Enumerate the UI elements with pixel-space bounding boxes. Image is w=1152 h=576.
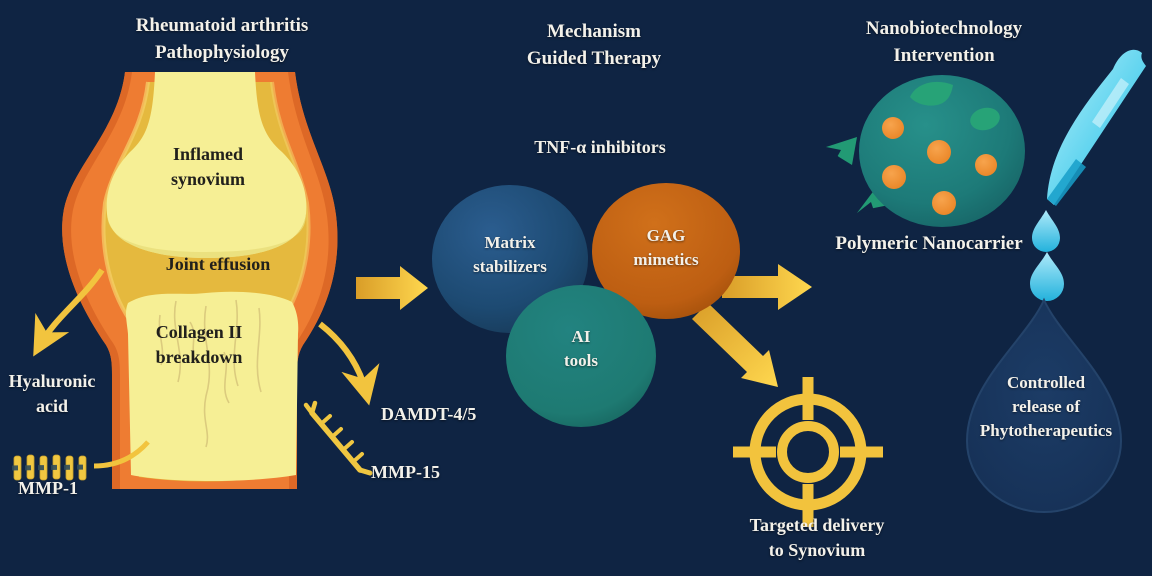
teardrop-icon — [965, 297, 1123, 513]
mmp15-icon — [303, 400, 373, 476]
nanocarrier-icon — [826, 75, 1025, 227]
label-damdt: DAMDT-4/5 — [381, 404, 477, 424]
therapy-title: Mechanism Guided Therapy — [526, 21, 662, 69]
crack-lines — [158, 299, 262, 448]
droplet-icon-2 — [1030, 252, 1064, 301]
label-matrix-stabilizers: Matrix stabilizers — [473, 233, 547, 277]
damdt-arrow-icon — [318, 321, 380, 406]
joint-illustration — [62, 72, 338, 489]
label-gag-mimetics: GAG mimetics — [633, 226, 699, 270]
label-mmp15: MMP-15 — [371, 462, 440, 482]
mmp1-icon — [11, 440, 150, 481]
label-targeted-delivery: Targeted delivery to Synovium — [749, 515, 885, 561]
arrow-right-icon-2 — [722, 264, 812, 310]
arrow-diagonal-icon — [692, 303, 778, 387]
nano-title: Nanobiotechnology Intervention — [865, 18, 1023, 66]
pathophysiology-title: Rheumatoid arthritis Pathophysiology — [135, 15, 309, 63]
hyaluronic-arrow-icon — [33, 268, 105, 357]
label-mmp1: MMP-1 — [18, 478, 78, 498]
label-tnf-inhibitors: TNF-α inhibitors — [534, 137, 666, 157]
label-hyaluronic-acid: Hyaluronic acid — [8, 371, 96, 417]
label-ai-tools: AI tools — [564, 327, 598, 371]
label-polymeric-nanocarrier: Polymeric Nanocarrier — [835, 233, 1023, 254]
label-controlled-release: Controlled release of Phytotherapeutics — [979, 373, 1113, 441]
target-icon — [733, 377, 883, 527]
dropper-icon — [1047, 49, 1146, 206]
label-inflamed-synovium: Inflamed synovium — [170, 144, 246, 190]
arrow-right-icon — [356, 266, 428, 310]
droplet-icon — [1032, 210, 1060, 252]
label-collagen-breakdown: Collagen II breakdown — [155, 322, 243, 368]
label-joint-effusion: Joint effusion — [165, 254, 271, 274]
bubble-ai-tools — [506, 285, 656, 427]
bubble-gag-mimetics — [592, 183, 740, 319]
